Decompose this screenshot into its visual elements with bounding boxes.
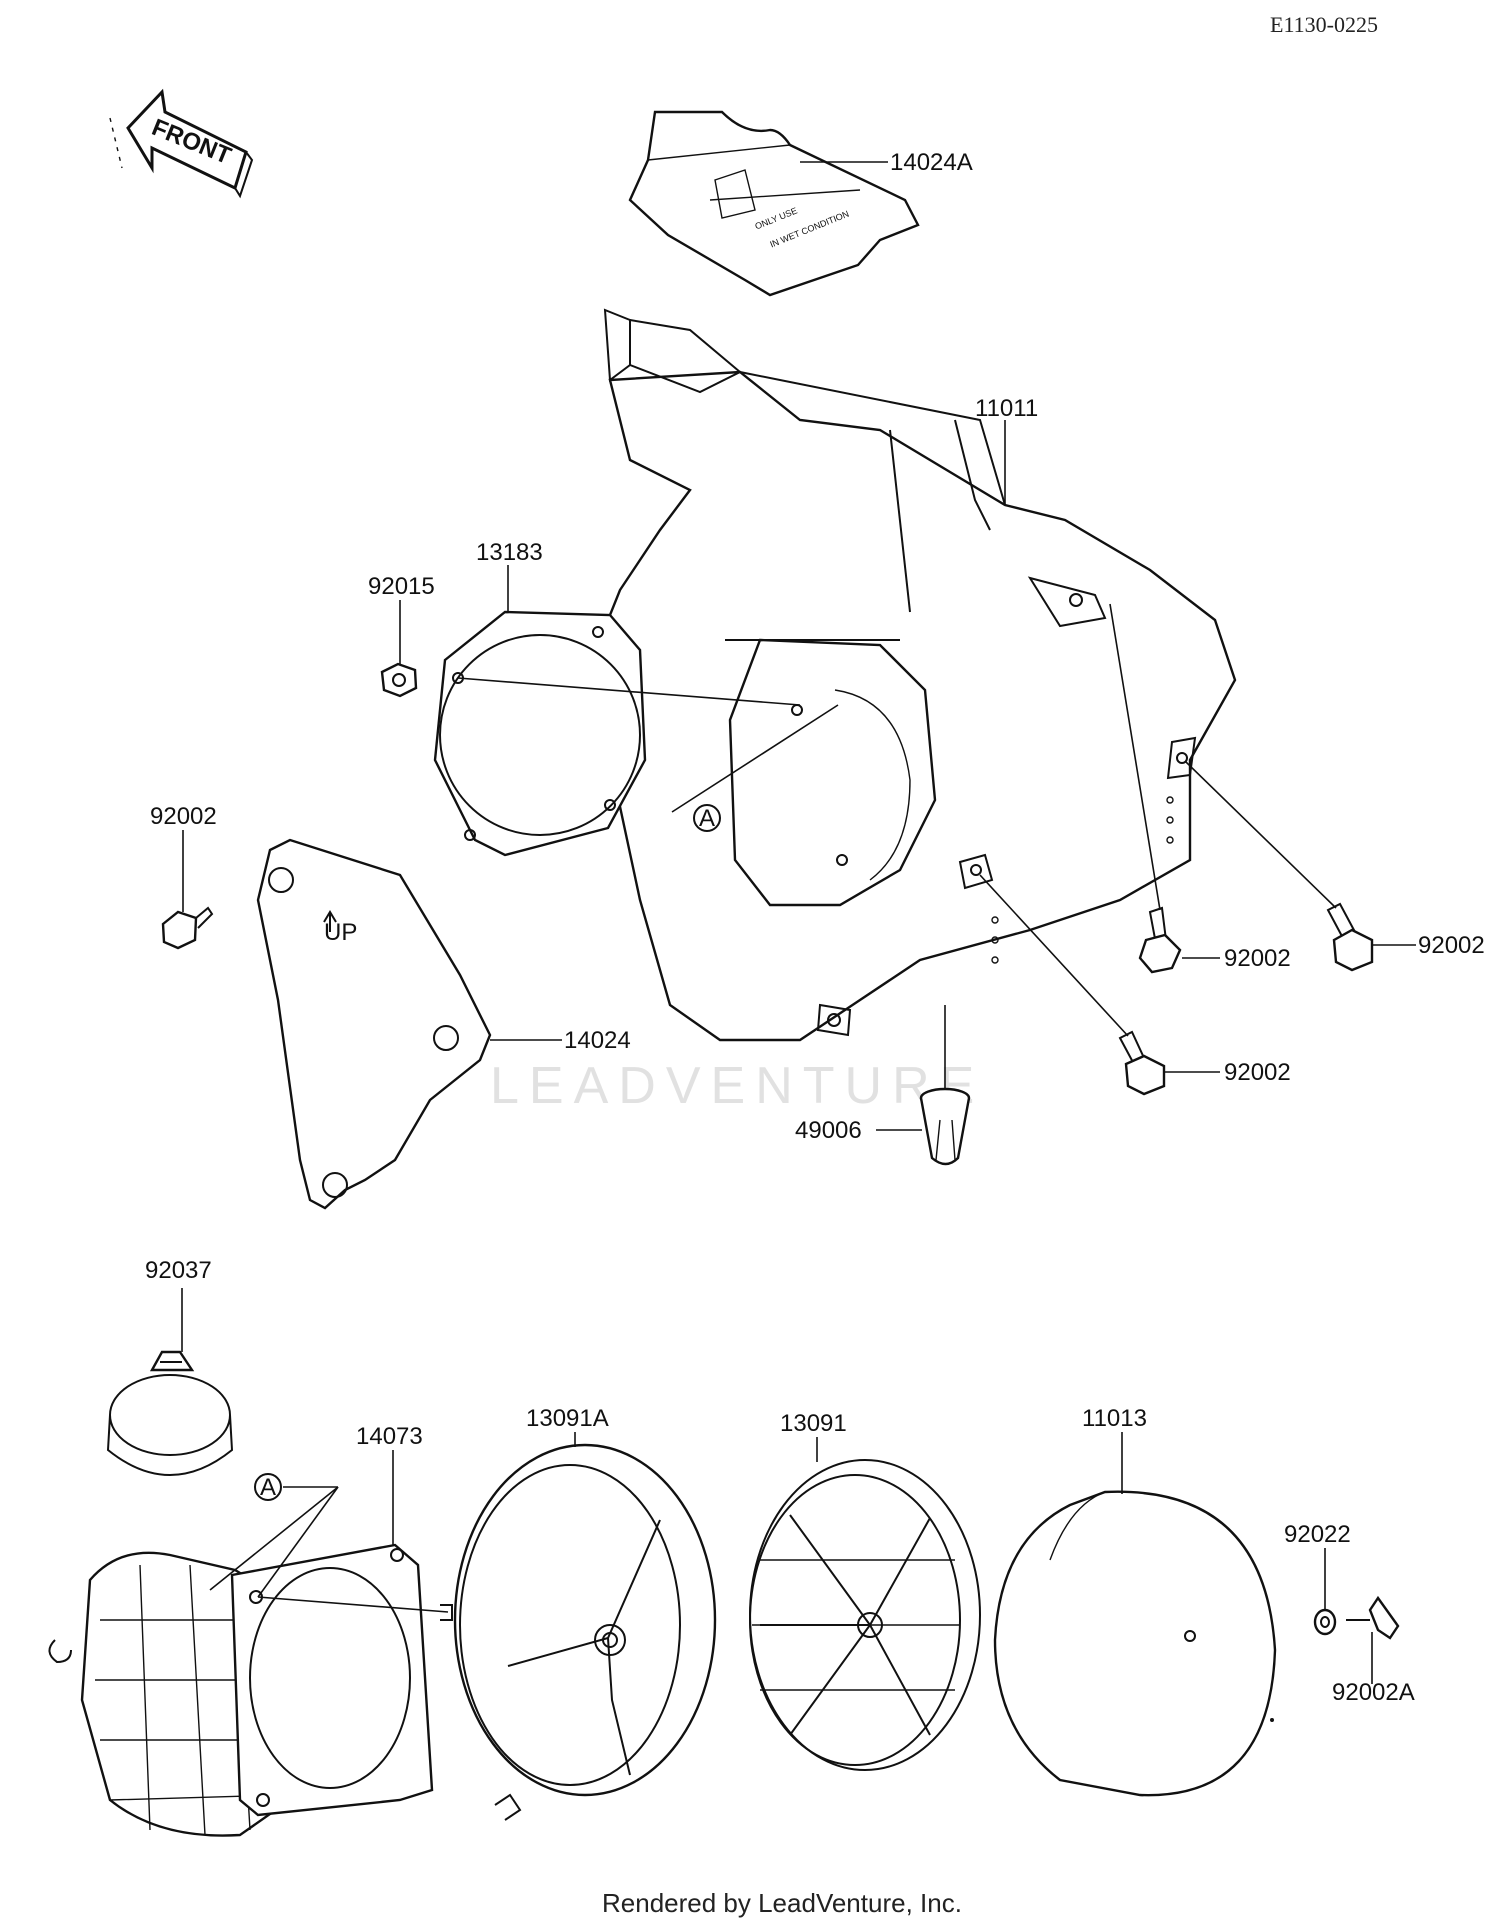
label-92002-left: 92002 (150, 803, 217, 830)
part-92002A-wing-bolt (1346, 1595, 1400, 1640)
label-92002-mid: 92002 (1224, 945, 1291, 972)
watermark-text: LEADVENTURE (490, 1057, 984, 1115)
part-92002-low-bolt (1118, 1030, 1166, 1096)
label-13091A: 13091A (526, 1405, 609, 1432)
part-92002-mid-bolt (1138, 906, 1182, 974)
label-92002-low: 92002 (1224, 1059, 1291, 1086)
part-11011-air-box (598, 308, 1237, 1042)
label-13091: 13091 (780, 1410, 847, 1437)
ref-marker-a-upper: A (671, 704, 839, 832)
part-92002-left-bolt (161, 906, 214, 950)
part-92002-right-bolt (1326, 902, 1374, 972)
label-14024A: 14024A (890, 149, 973, 176)
part-13091A-holder (453, 1443, 717, 1821)
ref-marker-a-upper-label: A (699, 805, 715, 832)
part-49006-drain (919, 1087, 971, 1166)
front-label: FRONT (148, 114, 235, 170)
part-92037-clamp (106, 1350, 234, 1476)
part-14073-duct (48, 1543, 453, 1837)
label-92015: 92015 (368, 573, 435, 600)
label-92037: 92037 (145, 1257, 212, 1284)
part-13091-frame (749, 1459, 981, 1771)
label-92022: 92022 (1284, 1521, 1351, 1548)
diagram-code: E1130-0225 (1270, 12, 1378, 37)
label-11011: 11011 (975, 395, 1038, 422)
part-14024A-cover: ONLY USE IN WET CONDITION (628, 110, 920, 297)
label-92002A: 92002A (1332, 1679, 1415, 1706)
label-49006: 49006 (795, 1117, 862, 1144)
part-13183-gasket (433, 610, 647, 857)
part-92015-nut (380, 662, 418, 698)
ref-marker-a-lower: A (209, 1473, 339, 1598)
label-14073: 14073 (356, 1423, 423, 1450)
part-92022-washer (1313, 1608, 1337, 1636)
part-11013-element (993, 1490, 1277, 1797)
front-arrow: FRONT (109, 88, 254, 199)
label-14024: 14024 (564, 1027, 631, 1054)
label-92002-right: 92002 (1418, 932, 1485, 959)
label-13183: 13183 (476, 539, 543, 566)
part-14024-side-cover: UP (256, 838, 492, 1210)
footer-credit: Rendered by LeadVenture, Inc. (602, 1888, 962, 1918)
ref-marker-a-lower-label: A (260, 1474, 276, 1501)
label-11013: 11013 (1082, 1405, 1147, 1432)
